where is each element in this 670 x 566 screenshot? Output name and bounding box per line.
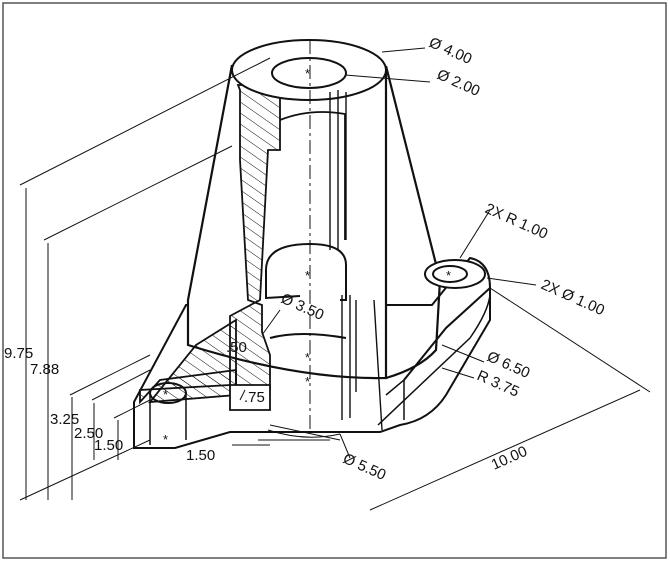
label-h-total: 9.75 — [4, 345, 33, 362]
label-w-150: 1.50 — [186, 447, 215, 464]
section-hatch — [139, 84, 281, 411]
dimension-lines — [19, 47, 651, 511]
label-d-holes: 2X Ø 1.00 — [538, 276, 607, 319]
top-face — [231, 39, 387, 101]
center-markers: * * * * * * * — [163, 66, 451, 447]
svg-text:*: * — [446, 268, 451, 283]
inner-bore — [279, 111, 346, 240]
drawing-border — [2, 2, 667, 559]
label-h-250: 2.50 — [74, 425, 103, 442]
label-h-150: 1.50 — [94, 437, 123, 454]
svg-text:*: * — [163, 432, 168, 447]
slot-lines — [329, 90, 383, 431]
label-t-075: .75 — [244, 389, 265, 406]
svg-text:*: * — [163, 387, 168, 402]
label-d-inner-top: Ø 2.00 — [434, 66, 482, 100]
label-d-outer-top: Ø 4.00 — [426, 34, 474, 68]
label-d-bottom: Ø 5.50 — [340, 450, 388, 484]
svg-text:*: * — [305, 350, 310, 365]
svg-text:*: * — [305, 66, 310, 81]
label-r-holes: 2X R 1.00 — [482, 200, 550, 243]
svg-text:*: * — [305, 268, 310, 283]
label-h-788: 7.88 — [30, 361, 59, 378]
label-width: 10.00 — [489, 443, 530, 474]
label-h-325: 3.25 — [50, 411, 79, 428]
svg-text:*: * — [305, 374, 310, 389]
right-bolt-hole — [424, 259, 486, 289]
label-t-050: .50 — [226, 339, 247, 356]
